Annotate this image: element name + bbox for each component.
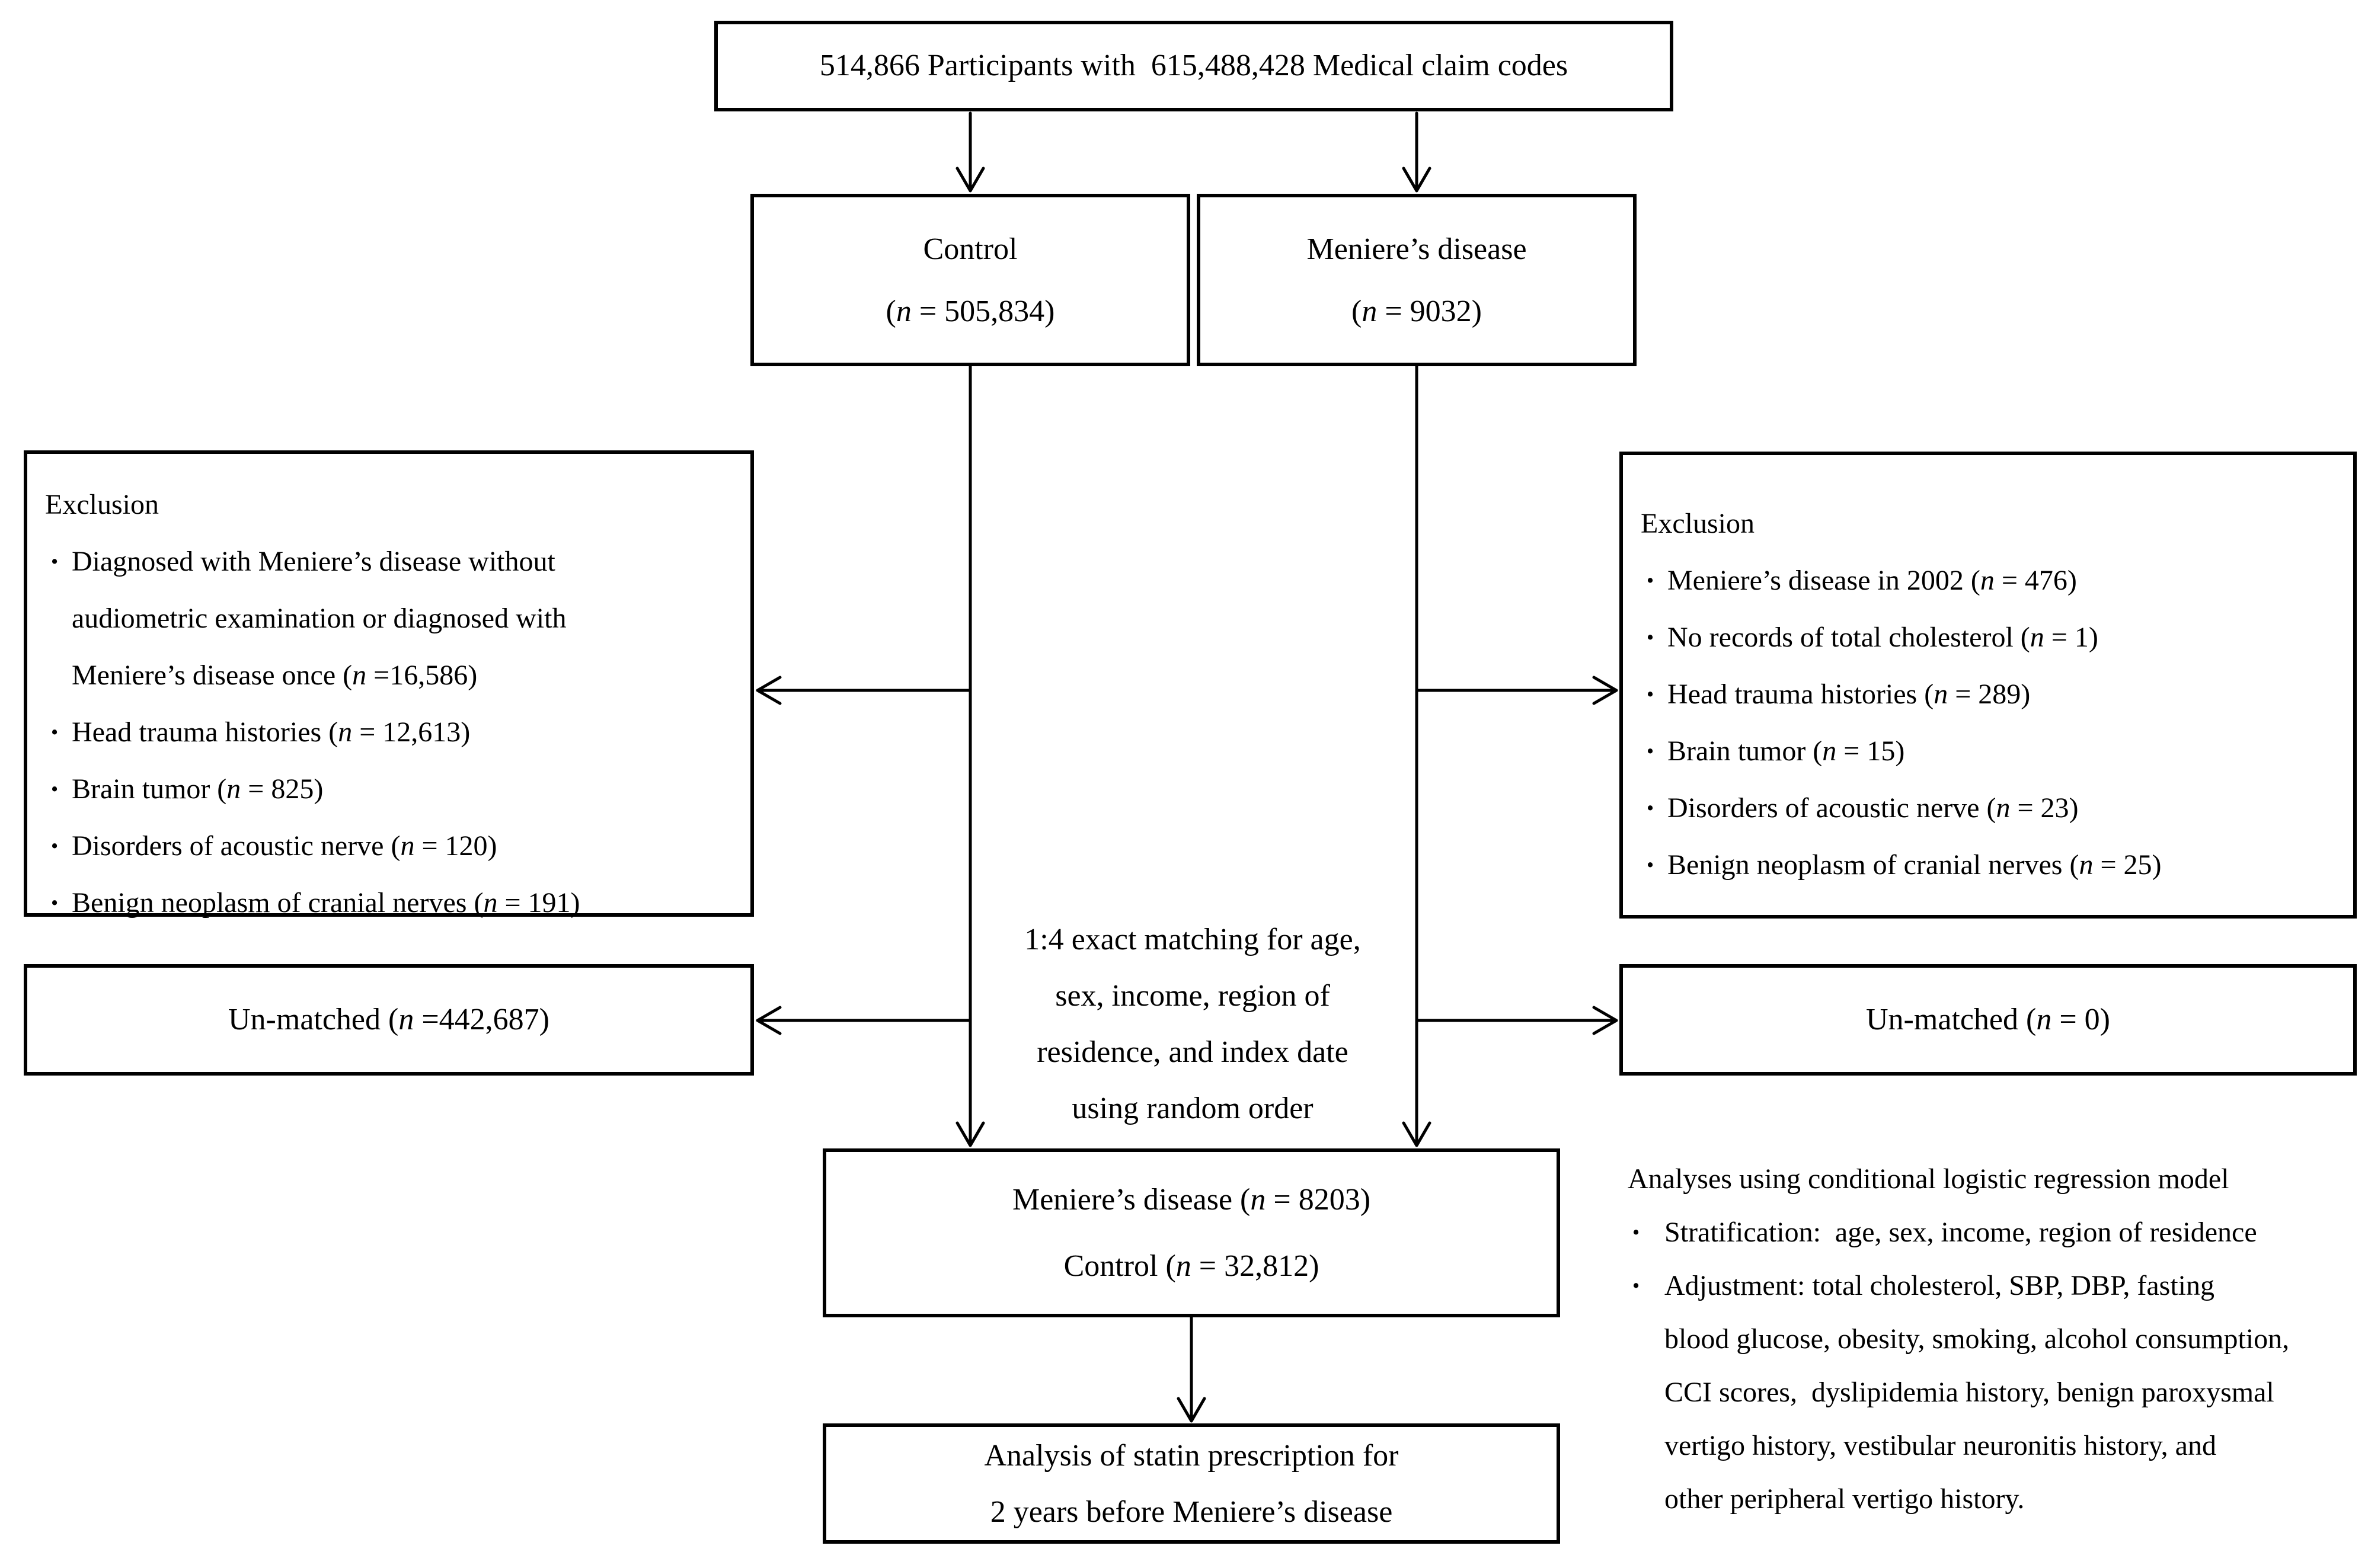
exclusion-item-text: No records of total cholesterol (n = 1)	[1667, 622, 2098, 653]
right-unmatched-box: Un-matched (n = 0)	[1619, 964, 2357, 1076]
list-item: • Benign neoplasm of cranial nerves (n =…	[1623, 837, 2353, 894]
list-item: • Disorders of acoustic nerve (n = 23)	[1623, 780, 2353, 837]
right-exclusion-box: Exclusion • Meniere’s disease in 2002 (n…	[1619, 452, 2357, 919]
annotation-title: Analyses using conditional logistic regr…	[1628, 1163, 2229, 1195]
annotation-item-text: Adjustment: total cholesterol, SBP, DBP,…	[1664, 1270, 2290, 1515]
exclusion-item-text: Benign neoplasm of cranial nerves (n = 2…	[1667, 849, 2162, 881]
bullet-icon: •	[51, 551, 59, 573]
bullet-icon: •	[1647, 569, 1654, 592]
arrow-control-to-matched	[955, 364, 985, 1147]
bullet-icon: •	[1632, 1221, 1640, 1244]
matching-note: 1:4 exact matching for age, sex, income,…	[1024, 923, 1361, 1125]
exclusion-item-text: Disorders of acoustic nerve (n = 23)	[1667, 792, 2079, 824]
list-item: • Diagnosed with Meniere’s disease witho…	[27, 533, 750, 704]
meniere-disease-box: Meniere’s disease (n = 9032)	[1197, 194, 1637, 366]
exclusion-item-text: Brain tumor (n = 825)	[72, 773, 324, 805]
bullet-icon: •	[1632, 1275, 1640, 1297]
analysis-annotation: Analyses using conditional logistic regr…	[1628, 1153, 2357, 1526]
matched-cohort-text: Meniere’s disease (n = 8203) Control (n …	[1012, 1182, 1371, 1283]
bullet-icon: •	[1647, 740, 1654, 763]
list-item: • Adjustment: total cholesterol, SBP, DB…	[1628, 1259, 2357, 1526]
participants-box: 514,866 Participants with 615,488,428 Me…	[714, 21, 1673, 111]
list-item: • Brain tumor (n = 15)	[1623, 723, 2353, 780]
annotation-item-text: Stratification: age, sex, income, region…	[1664, 1217, 2257, 1248]
right-exclusion-title: Exclusion	[1641, 508, 1755, 539]
list-item: • Disorders of acoustic nerve (n = 120)	[27, 818, 750, 875]
left-unmatched-box: Un-matched (n =442,687)	[24, 964, 754, 1076]
exclusion-item-text: Brain tumor (n = 15)	[1667, 735, 1905, 767]
exclusion-item-text: Diagnosed with Meniere’s disease without…	[72, 546, 567, 691]
bullet-icon: •	[51, 778, 59, 801]
arrow-to-right-exclusion	[1415, 676, 1618, 705]
arrow-top-to-control	[955, 111, 985, 193]
meniere-text: Meniere’s disease (n = 9032)	[1306, 232, 1527, 328]
left-unmatched-text: Un-matched (n =442,687)	[228, 1002, 549, 1036]
arrow-top-to-meniere	[1402, 111, 1431, 193]
bullet-icon: •	[51, 721, 59, 744]
list-item: • No records of total cholesterol (n = 1…	[1623, 609, 2353, 666]
left-exclusion-title: Exclusion	[45, 489, 159, 520]
bullet-icon: •	[1647, 626, 1654, 649]
participants-text: 514,866 Participants with 615,488,428 Me…	[819, 49, 1568, 83]
exclusion-item-text: Head trauma histories (n = 289)	[1667, 679, 2031, 710]
exclusion-item-text: Head trauma histories (n = 12,613)	[72, 716, 471, 748]
list-item: • Stratification: age, sex, income, regi…	[1628, 1206, 2357, 1259]
bullet-icon: •	[1647, 797, 1654, 820]
right-unmatched-text: Un-matched (n = 0)	[1866, 1002, 2110, 1036]
bullet-icon: •	[51, 835, 59, 857]
list-item: • Head trauma histories (n = 289)	[1623, 666, 2353, 723]
control-box: Control (n = 505,834)	[750, 194, 1190, 366]
matched-cohort-box: Meniere’s disease (n = 8203) Control (n …	[823, 1148, 1560, 1317]
bullet-icon: •	[1647, 683, 1654, 706]
list-item: • Brain tumor (n = 825)	[27, 761, 750, 818]
list-item: • Head trauma histories (n = 12,613)	[27, 704, 750, 761]
bullet-icon: •	[51, 892, 59, 914]
exclusion-item-text: Meniere’s disease in 2002 (n = 476)	[1667, 565, 2077, 596]
control-text: Control (n = 505,834)	[886, 232, 1055, 328]
bullet-icon: •	[1647, 854, 1654, 876]
arrow-to-right-unmatched	[1415, 1006, 1618, 1035]
exclusion-item-text: Benign neoplasm of cranial nerves (n = 1…	[72, 887, 580, 919]
exclusion-item-text: Disorders of acoustic nerve (n = 120)	[72, 830, 497, 862]
arrow-to-left-unmatched	[756, 1006, 972, 1035]
statin-analysis-box: Analysis of statin prescription for 2 ye…	[823, 1423, 1560, 1544]
left-exclusion-box: Exclusion • Diagnosed with Meniere’s dis…	[24, 450, 754, 919]
arrow-meniere-to-matched	[1402, 364, 1431, 1147]
list-item: • Meniere’s disease in 2002 (n = 476)	[1623, 552, 2353, 609]
statin-analysis-text: Analysis of statin prescription for 2 ye…	[984, 1438, 1399, 1529]
arrow-matched-to-analysis	[1177, 1316, 1206, 1423]
arrow-to-left-exclusion	[756, 676, 972, 705]
list-item: • Benign neoplasm of cranial nerves (n =…	[27, 875, 750, 932]
